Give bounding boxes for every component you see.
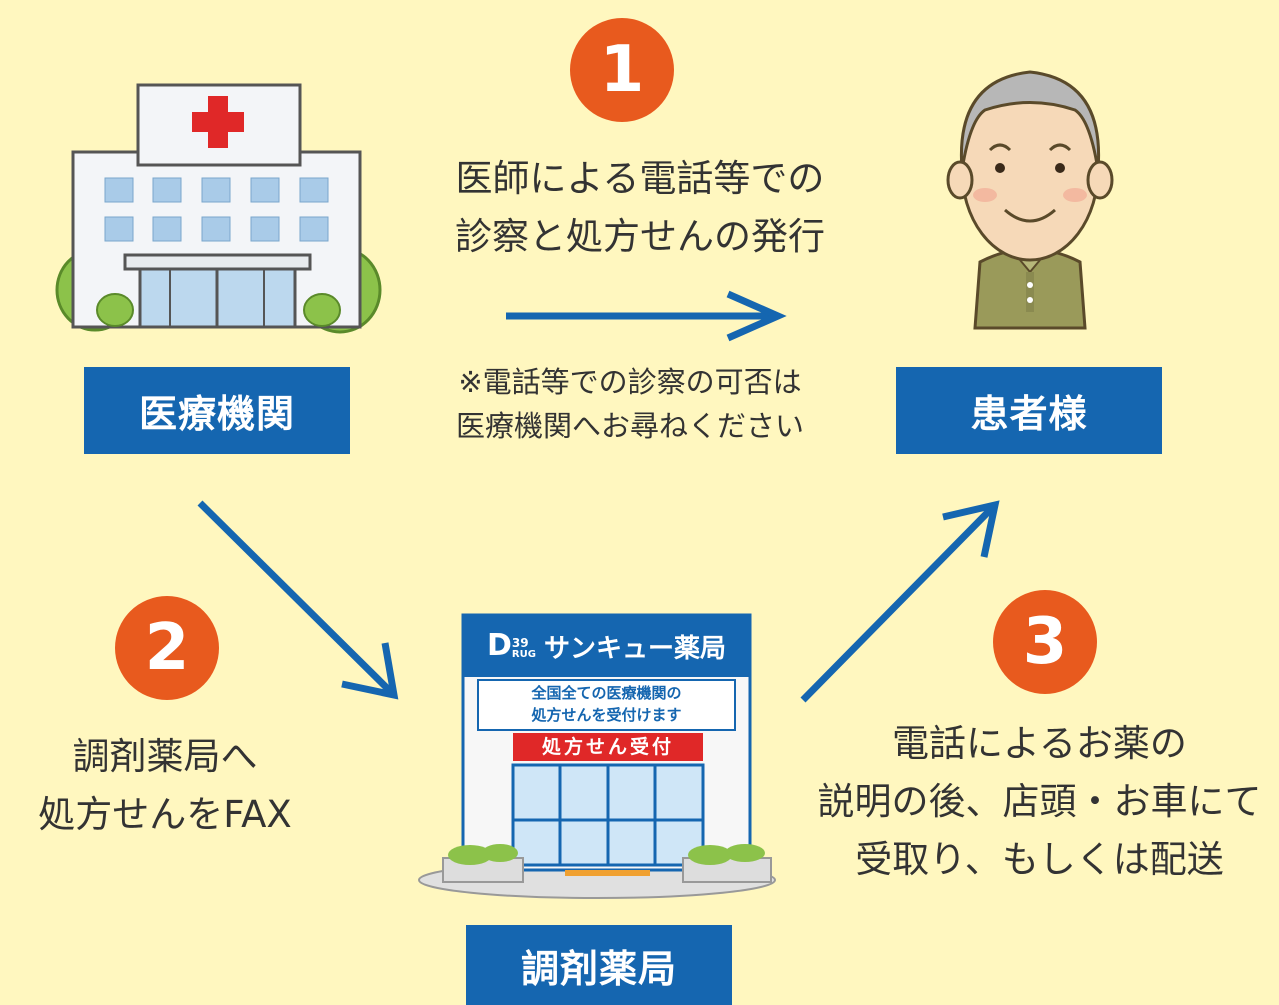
logo-letter: D	[487, 628, 512, 663]
label-hospital: 医療機関	[84, 367, 350, 454]
step-3-badge: 3	[993, 590, 1097, 694]
red-cross-icon	[192, 96, 244, 148]
note-line: 医療機関へお尋ねください	[455, 409, 804, 443]
step-1-badge: 1	[570, 18, 674, 122]
note-line: ※電話等での診察の可否は	[458, 365, 802, 399]
arrow-pharmacy-to-patient	[800, 500, 1000, 703]
pharmacy-banner: 処方せん受付	[541, 736, 674, 758]
pharmacy-notice-line: 処方せんを受付けます	[531, 706, 682, 724]
pharmacy-name: サンキュー薬局	[543, 633, 726, 664]
step-1-line: 診察と処方せんの発行	[455, 215, 825, 258]
pharmacy-notice-line: 全国全ての医療機関の	[531, 684, 682, 702]
arrow-hospital-to-patient	[506, 290, 787, 342]
step-3-description: 電話によるお薬の 説明の後、店頭・お車にて 受取り、もしくは配送	[800, 715, 1279, 889]
step-2-line: 調剤薬局へ	[72, 735, 258, 778]
pharmacy-sign: D 39 RUG サンキュー薬局	[463, 615, 750, 677]
step-2-description: 調剤薬局へ 処方せんをFAX	[0, 728, 330, 844]
pharmacy-logo: D 39 RUG	[487, 631, 536, 661]
label-pharmacy: 調剤薬局	[466, 925, 732, 1005]
label-patient: 患者様	[896, 367, 1162, 454]
step-1-description: 医師による電話等での 診察と処方せんの発行	[400, 150, 880, 266]
pharmacy-notice: 全国全ての医療機関の 処方せんを受付けます	[478, 682, 735, 730]
step-3-line: 電話によるお薬の	[892, 722, 1187, 765]
step-1-line: 医師による電話等での	[455, 157, 825, 200]
step-3-line: 説明の後、店頭・お車にて	[817, 780, 1262, 823]
logo-rug: RUG	[511, 649, 536, 660]
step-3-line: 受取り、もしくは配送	[855, 838, 1224, 881]
consultation-note: ※電話等での診察の可否は 医療機関へお尋ねください	[400, 360, 860, 448]
arrow-hospital-to-pharmacy	[197, 500, 399, 700]
step-2-badge: 2	[115, 596, 219, 700]
logo-number: 39	[511, 636, 529, 650]
step-2-line: 処方せんをFAX	[38, 793, 292, 836]
